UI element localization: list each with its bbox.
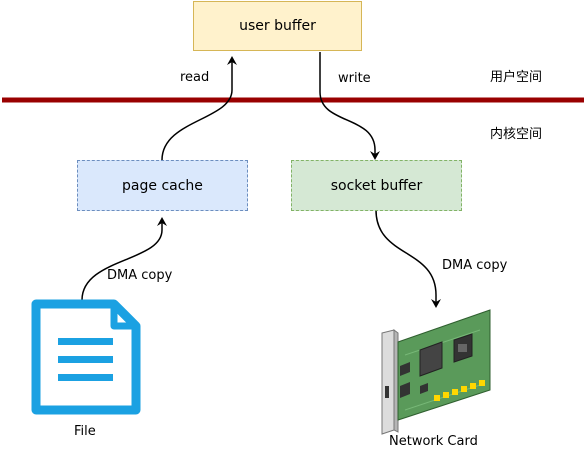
dma-copy-right-arrow xyxy=(375,209,441,308)
user-space-label: 用户空间 xyxy=(490,70,543,85)
kernel-space-label: 内核空间 xyxy=(490,127,543,142)
dma-copy-left-arrow xyxy=(81,217,167,301)
socket-buffer-label: socket buffer xyxy=(330,177,423,194)
page-cache-label: page cache xyxy=(122,177,203,194)
dma-copy-left-label: DMA copy xyxy=(107,268,173,283)
read-arrow xyxy=(161,56,237,161)
user-buffer-label: user buffer xyxy=(239,18,316,34)
dma-copy-right-label: DMA copy xyxy=(442,258,508,273)
user-buffer-box: user buffer xyxy=(193,1,362,51)
file-label: File xyxy=(74,424,96,439)
page-cache-box: page cache xyxy=(77,160,248,211)
write-arrow xyxy=(319,52,380,160)
file-icon xyxy=(31,299,141,415)
socket-buffer-box: socket buffer xyxy=(291,160,462,211)
write-label: write xyxy=(338,71,371,86)
read-label: read xyxy=(180,70,210,85)
network-card-icon xyxy=(381,309,491,435)
network-card-label: Network Card xyxy=(389,434,478,449)
